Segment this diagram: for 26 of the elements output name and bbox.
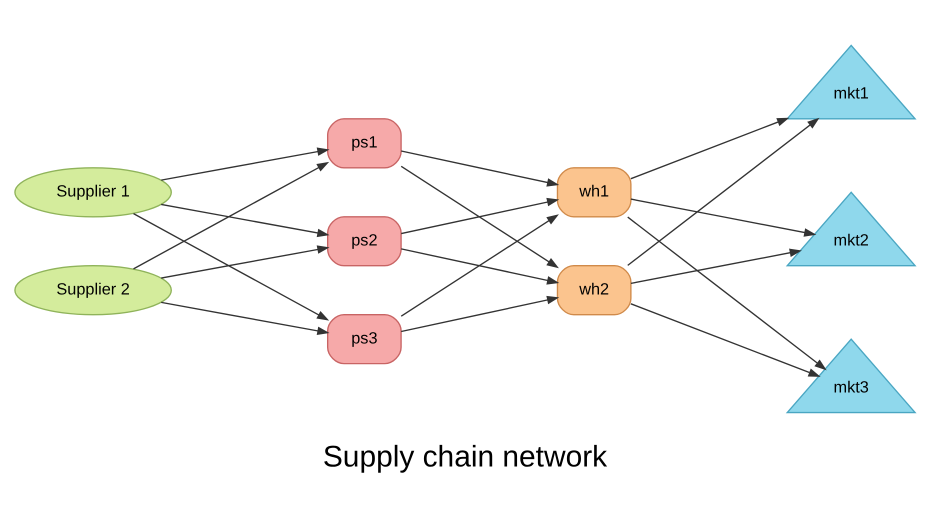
node-box: ps3 — [326, 314, 402, 364]
arrow — [626, 216, 826, 370]
node-box: wh2 — [556, 264, 632, 315]
node-box: ps1 — [326, 118, 402, 168]
arrow — [160, 301, 330, 335]
arrow — [160, 203, 330, 237]
arrow — [132, 212, 329, 320]
arrow — [630, 302, 820, 376]
arrow — [400, 295, 559, 332]
arrow — [626, 117, 819, 266]
node-box: ps2 — [326, 216, 402, 266]
node-ellipse: Supplier 1 — [14, 166, 172, 217]
arrow — [400, 248, 559, 284]
arrow — [630, 248, 802, 284]
arrow — [160, 146, 330, 180]
arrow — [132, 161, 329, 269]
arrow — [400, 150, 559, 186]
arrow — [400, 165, 558, 268]
arrow — [630, 198, 816, 236]
arrow — [160, 244, 330, 278]
arrow — [400, 214, 558, 316]
caption: Supply chain network — [322, 440, 607, 473]
arrow — [400, 197, 559, 234]
node-box: wh1 — [556, 166, 632, 217]
arrow — [630, 117, 789, 179]
node-ellipse: Supplier 2 — [14, 264, 172, 315]
